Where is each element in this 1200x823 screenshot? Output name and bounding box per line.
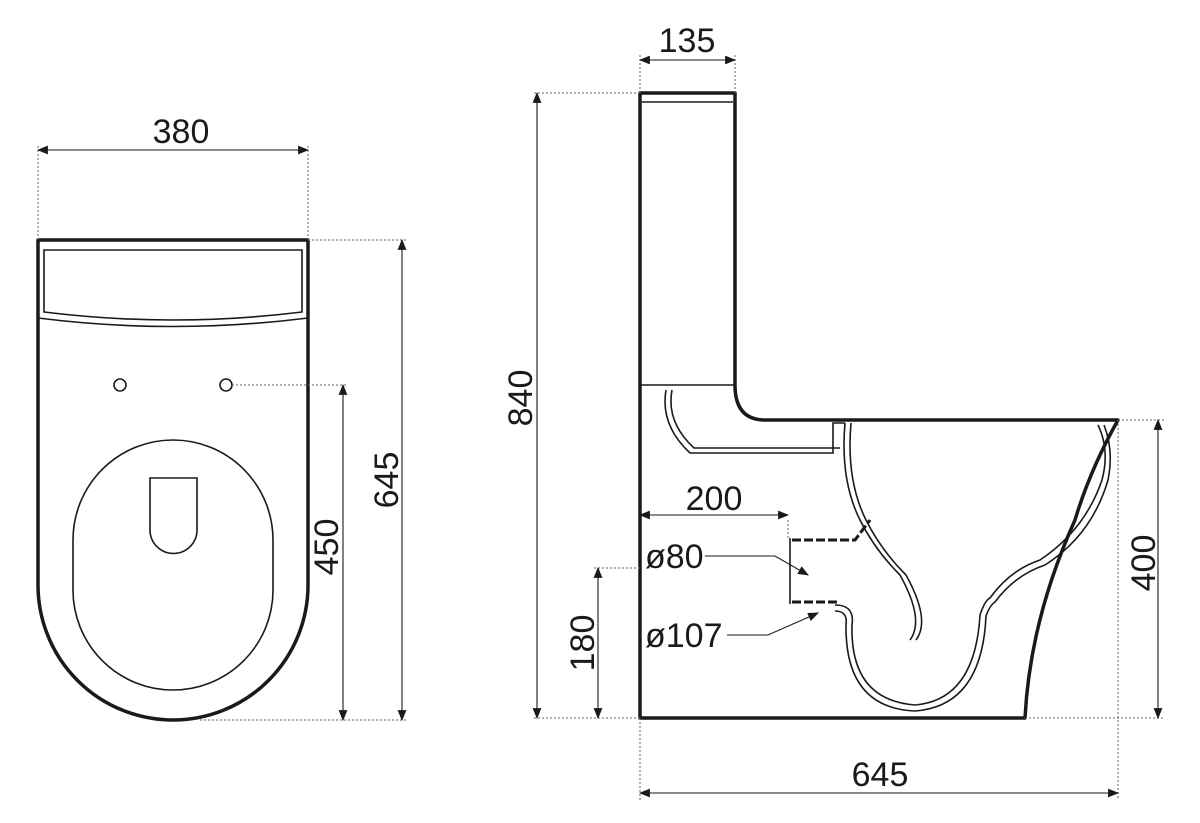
- seat-outline: [72, 439, 274, 691]
- cistern-depth-label: 135: [659, 22, 716, 60]
- outlet-outer-label: ø107: [645, 617, 723, 655]
- fixing-hole-left: [113, 378, 127, 392]
- depth-label: 645: [852, 756, 909, 794]
- outlet-height-label: 180: [564, 615, 602, 672]
- height-label: 645: [368, 452, 406, 509]
- front-cistern-lid: [37, 240, 309, 328]
- bowl-inner: [843, 422, 923, 641]
- cistern-base: [639, 93, 735, 386]
- fixing-hole-right: [219, 378, 233, 392]
- fixing-height-label: 450: [308, 519, 346, 576]
- outlet-top-pipe: [792, 519, 872, 542]
- outlet-outer-leader: [727, 612, 820, 636]
- trapway: [834, 424, 1112, 712]
- total-height-label: 840: [502, 370, 540, 427]
- outlet-inner-label: ø80: [645, 538, 704, 576]
- front-body-outline: [36, 238, 310, 722]
- outlet-inner-leader: [705, 555, 809, 576]
- width-label: 380: [153, 113, 210, 151]
- outlet-distance-label: 200: [686, 480, 743, 518]
- bowl-height-label: 400: [1125, 535, 1163, 592]
- side-view: 135 840 400 180 200 645 ø80 ø107: [502, 22, 1165, 800]
- front-view: 380 645 450: [36, 113, 408, 722]
- flush-channel: [664, 389, 845, 454]
- seat-hinge-cutout: [149, 477, 198, 555]
- side-outline: [638, 91, 1120, 720]
